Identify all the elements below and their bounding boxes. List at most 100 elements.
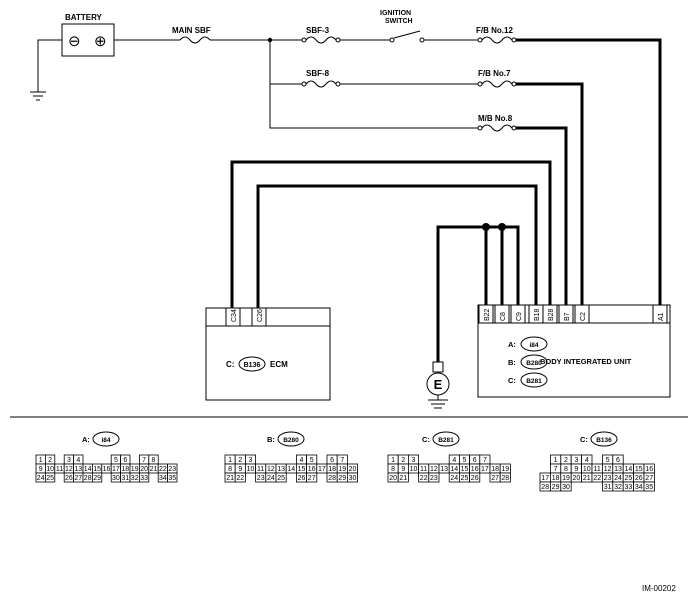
- connector-pin-cell: [234, 472, 246, 483]
- connector-pin-cell: [45, 472, 56, 483]
- connector-pin-number: 4: [76, 457, 80, 464]
- connector-pin-number: 7: [554, 466, 558, 473]
- connector-pin-cell: [306, 472, 318, 483]
- battery-minus-icon: ⊖: [68, 33, 81, 50]
- connector-pin-number: 25: [277, 475, 285, 482]
- connector-pin-number: 8: [152, 457, 156, 464]
- connector-pin-number: 28: [541, 484, 549, 491]
- connector-pin-number: 3: [574, 457, 578, 464]
- connector-pin-number: 2: [238, 457, 242, 464]
- battery: BATTERY ⊖ ⊕: [61, 13, 115, 57]
- connector-pin-number: 11: [257, 466, 264, 473]
- ground-terminal: [432, 361, 444, 373]
- connector-pin-number: 8: [564, 466, 568, 473]
- ecm-pin-label: C34: [231, 309, 238, 322]
- connector-pin-number: 25: [461, 475, 469, 482]
- connector-pin-number: 27: [74, 475, 82, 482]
- connector-pin-number: 30: [349, 475, 357, 482]
- connector-pin-number: 8: [391, 466, 395, 473]
- biu-pin-label: C8: [500, 312, 507, 321]
- connector-pin-number: 26: [471, 475, 479, 482]
- ecm-connector-oval: [238, 356, 266, 372]
- battery-label: BATTERY: [65, 13, 103, 22]
- connector-pin-number: 15: [635, 466, 643, 473]
- connector-face-code: B136: [596, 437, 612, 444]
- connector-face-code: B281: [438, 437, 454, 444]
- connector-pin-number: 20: [389, 475, 397, 482]
- connector-pin-cell: [499, 472, 511, 483]
- connector-face-oval: [590, 431, 618, 447]
- connector-pin-number: 29: [338, 475, 346, 482]
- connector-pin-number: 24: [37, 475, 45, 482]
- connector-pin-cell: [397, 472, 409, 483]
- sbf8-fuse-icon: [305, 80, 337, 88]
- connector-pin-number: 3: [67, 457, 71, 464]
- connector-face-oval: [277, 431, 305, 447]
- connector-pin-number: 22: [159, 466, 167, 473]
- connector-pin-number: 1: [228, 457, 232, 464]
- connector-face-prefix: A:: [82, 435, 90, 444]
- connector-face-prefix: C:: [422, 435, 430, 444]
- battery-plus-icon: ⊕: [94, 33, 107, 50]
- fb12-label: F/B No.12: [476, 26, 513, 35]
- connector-pin-number: 28: [84, 475, 92, 482]
- connector-pin-number: 10: [410, 466, 418, 473]
- connector-pin-number: 32: [614, 484, 622, 491]
- connector-pin-cell: [643, 481, 655, 492]
- connector-pin-number: 26: [65, 475, 73, 482]
- connector-pin-number: 31: [121, 475, 129, 482]
- connector-pin-number: 3: [249, 457, 253, 464]
- fb7-fuse-icon: [481, 80, 513, 88]
- ignition-label-line2: SWITCH: [385, 18, 413, 25]
- connector-face-oval: [92, 431, 120, 447]
- mb8-label: M/B No.8: [478, 114, 513, 123]
- connector-pin-number: 2: [564, 457, 568, 464]
- connector-pin-number: 32: [131, 475, 139, 482]
- wire-fb7-c2: [516, 82, 584, 305]
- connector-pin-number: 20: [573, 475, 581, 482]
- fuse-terminal: [511, 81, 517, 87]
- connector-pin-number: 19: [562, 475, 570, 482]
- connector-pin-number: 5: [310, 457, 314, 464]
- connector-pin-number: 5: [463, 457, 467, 464]
- connector-pin-number: 27: [645, 475, 653, 482]
- connector-pin-number: 5: [606, 457, 610, 464]
- fuse-terminal: [477, 81, 483, 87]
- connector-pin-cell: [167, 472, 178, 483]
- connector-pin-number: 18: [328, 466, 336, 473]
- fuse-terminal: [335, 37, 341, 43]
- ecm-pin-label: C26: [257, 309, 264, 322]
- connector-pin-number: 13: [614, 466, 622, 473]
- splice-dot: [498, 223, 506, 231]
- connector-pin-number: 9: [574, 466, 578, 473]
- biu-connector-prefix: A:: [508, 340, 516, 349]
- connector-pin-cell: [138, 472, 150, 483]
- connector-pin-number: 18: [491, 466, 499, 473]
- wire-c34-b28: [230, 160, 552, 308]
- connector-pin-number: 10: [583, 466, 591, 473]
- ignition-switch-icon: [393, 30, 421, 39]
- biu-outline: [477, 304, 671, 398]
- connector-pin-number: 16: [645, 466, 653, 473]
- connector-pin-number: 24: [267, 475, 275, 482]
- sbf3-fuse-icon: [305, 36, 337, 44]
- ecm-box: C34 C26 C: B136 ECM: [205, 307, 331, 401]
- connector-pin-number: 15: [93, 466, 101, 473]
- ecm-prefix: C:: [226, 360, 234, 369]
- ground-point-e: E: [426, 361, 450, 409]
- fuse-terminal: [477, 37, 483, 43]
- connector-pin-number: 4: [452, 457, 456, 464]
- connector-pin-number: 34: [159, 475, 167, 482]
- connector-pin-number: 26: [635, 475, 643, 482]
- fb7-label: F/B No.7: [478, 69, 511, 78]
- connector-pin-number: 11: [420, 466, 427, 473]
- connector-pin-number: 13: [440, 466, 448, 473]
- connector-pin-number: 31: [604, 484, 612, 491]
- connector-pin-cell: [560, 481, 572, 492]
- ecm-outline: [205, 307, 331, 401]
- connector-face-prefix: C:: [580, 435, 588, 444]
